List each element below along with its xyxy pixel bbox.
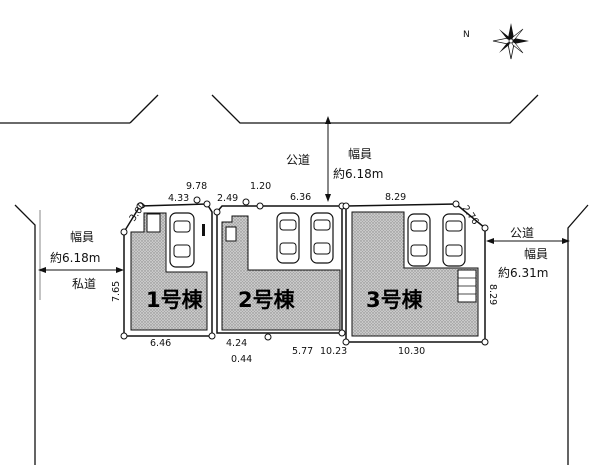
lot-1-entrance — [146, 213, 161, 233]
left-road-annotation: 幅員 約6.18m 私道 — [38, 229, 124, 291]
left-road-width-value: 約6.18m — [50, 250, 100, 265]
boundary-markers — [120, 196, 489, 346]
dim-10-30: 10.30 — [398, 346, 425, 357]
lot-1-building-footprint — [130, 212, 208, 331]
dim-9-78: 9.78 — [186, 181, 207, 192]
lot-3-building-footprint — [351, 211, 479, 337]
lot-2-car-icon-1 — [276, 212, 300, 264]
dim-2-49: 2.49 — [217, 193, 238, 204]
dim-4-33: 4.33 — [168, 193, 189, 204]
right-road-type: 公道 — [510, 226, 534, 240]
dim-8-29-top: 8.29 — [385, 192, 406, 203]
lot-3: 3号棟 — [351, 211, 479, 337]
lot-3-label: 3号棟 — [366, 288, 424, 312]
dim-10-23: 10.23 — [320, 346, 347, 357]
lot-1: 1号棟 — [130, 212, 208, 331]
right-road-annotation: 公道 幅員 約6.31m — [486, 226, 570, 280]
top-road-annotation: 公道 幅員 約6.18m — [286, 116, 383, 202]
dim-5-77: 5.77 — [292, 346, 313, 357]
top-road-width-value: 約6.18m — [333, 166, 383, 181]
lot-2-car-icon-2 — [310, 212, 334, 264]
lot-2: 2号棟 — [221, 212, 341, 331]
lot-1-label: 1号棟 — [146, 288, 204, 312]
left-road-type: 私道 — [72, 277, 96, 291]
right-road-width-label: 幅員 — [524, 246, 548, 261]
lot-1-car-icon — [169, 212, 195, 268]
lot-3-car-icon-1 — [407, 213, 431, 267]
road-edges — [0, 94, 589, 465]
dim-6-36: 6.36 — [290, 192, 311, 203]
dim-8-29-right: 8.29 — [487, 284, 498, 305]
dim-1-20: 1.20 — [250, 181, 271, 192]
top-road-type: 公道 — [286, 153, 310, 167]
top-road-width-label: 幅員 — [348, 146, 372, 161]
dim-0-44: 0.44 — [231, 354, 252, 365]
lot-2-entrance — [225, 226, 237, 242]
right-road-width-value: 約6.31m — [498, 265, 548, 280]
north-arrow-icon — [492, 23, 529, 60]
dim-6-46: 6.46 — [150, 338, 171, 349]
dim-7-65: 7.65 — [111, 281, 122, 302]
left-road-width-label: 幅員 — [70, 229, 94, 244]
compass: N — [463, 23, 529, 60]
lot-3-car-icon-2 — [442, 213, 466, 267]
lot-2-building-footprint — [221, 215, 341, 331]
compass-label: N — [463, 30, 470, 40]
dim-4-24: 4.24 — [226, 338, 247, 349]
lot-2-label: 2号棟 — [238, 288, 296, 312]
